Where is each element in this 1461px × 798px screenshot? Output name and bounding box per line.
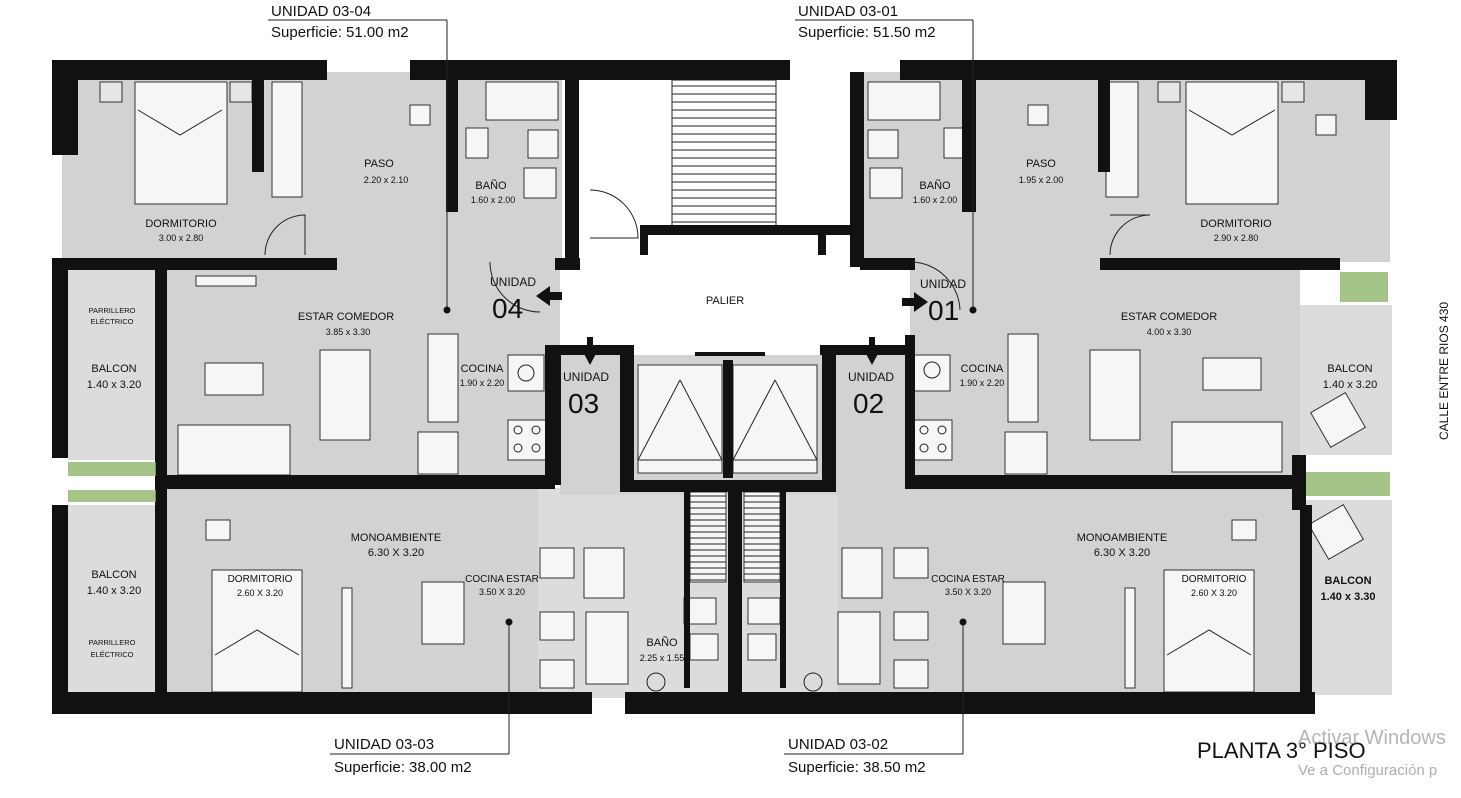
unit-tag-02-number: 02 xyxy=(853,388,884,419)
furniture xyxy=(99,81,1367,693)
room-monoambiente-02-dims: 6.30 X 3.20 xyxy=(1094,547,1150,559)
room-estar-01-dims: 4.00 x 3.30 xyxy=(1147,327,1192,337)
unit-0304-area: Superficie: 51.00 m2 xyxy=(271,24,409,41)
unit-tag-04-number: 04 xyxy=(492,293,523,324)
room-dormitorio-01-dims: 2.90 x 2.80 xyxy=(1214,233,1259,243)
street-label: CALLE ENTRE RIOS 430 xyxy=(1437,302,1451,440)
room-paso-04-dims: 2.20 x 2.10 xyxy=(364,175,409,185)
unit-0302-area: Superficie: 38.50 m2 xyxy=(788,759,926,776)
room-cocina-04-name: COCINA xyxy=(461,363,504,375)
unit-0303-name: UNIDAD 03-03 xyxy=(334,736,434,753)
unit-tag-03-number: 03 xyxy=(568,388,599,419)
room-dormitorio-02-dims: 2.60 X 3.20 xyxy=(1191,588,1237,598)
room-parrillero-bottom-line1: PARRILLERO xyxy=(89,638,136,647)
plan-title: PLANTA 3° PISO xyxy=(1197,738,1366,763)
unit-entry-arrows xyxy=(536,286,928,365)
room-dormitorio-03-name: DORMITORIO xyxy=(228,574,293,585)
room-balcon-02-name: BALCON xyxy=(1324,575,1371,587)
room-bano-04-dims: 1.60 x 2.00 xyxy=(471,195,516,205)
unit-0302-name: UNIDAD 03-02 xyxy=(788,736,888,753)
walls xyxy=(52,60,1397,714)
room-estar-04-name: ESTAR COMEDOR xyxy=(298,311,394,323)
room-monoambiente-03-name: MONOAMBIENTE xyxy=(351,532,441,544)
unit-tag-01-label: UNIDAD xyxy=(920,277,966,291)
room-monoambiente-02-name: MONOAMBIENTE xyxy=(1077,532,1167,544)
unit-0304-name: UNIDAD 03-04 xyxy=(271,3,371,20)
room-balcon-03-dims: 1.40 x 3.20 xyxy=(87,585,141,597)
staircase xyxy=(671,79,777,231)
room-dormitorio-03-dims: 2.60 X 3.20 xyxy=(237,588,283,598)
unit-tag-03-label: UNIDAD xyxy=(563,370,609,384)
room-paso-04-name: PASO xyxy=(364,158,394,170)
room-parrillero-top-line1: PARRILLERO xyxy=(89,306,136,315)
room-palier-name: PALIER xyxy=(706,295,744,307)
room-parrillero-top-line2: ELÉCTRICO xyxy=(91,317,134,326)
room-balcon-03-name: BALCON xyxy=(91,569,136,581)
doors xyxy=(264,189,1151,313)
room-paso-01-name: PASO xyxy=(1026,158,1056,170)
unit-0301-name: UNIDAD 03-01 xyxy=(798,3,898,20)
room-balcon-01-name: BALCON xyxy=(1327,363,1372,375)
unit-tag-01-number: 01 xyxy=(928,295,959,326)
room-bano-04-name: BAÑO xyxy=(475,179,507,192)
room-balcon-01-dims: 1.40 x 3.20 xyxy=(1323,379,1377,391)
room-balcon-02-dims: 1.40 x 3.30 xyxy=(1320,591,1375,603)
room-cocina-estar-02-dims: 3.50 X 3.20 xyxy=(945,587,991,597)
unit-tag-04-label: UNIDAD xyxy=(490,275,536,289)
elevators xyxy=(637,352,818,474)
room-bano-01-name: BAÑO xyxy=(919,179,951,192)
room-parrillero-bottom-line2: ELÉCTRICO xyxy=(91,650,134,659)
room-cocina-estar-02-name: COCINA ESTAR xyxy=(931,574,1005,585)
room-monoambiente-03-dims: 6.30 X 3.20 xyxy=(368,547,424,559)
room-bano-common-dims: 2.25 x 1.55 xyxy=(640,653,685,663)
room-dormitorio-01-name: DORMITORIO xyxy=(1200,218,1272,230)
room-paso-01-dims: 1.95 x 2.00 xyxy=(1019,175,1064,185)
unit-0303-area: Superficie: 38.00 m2 xyxy=(334,759,472,776)
room-cocina-estar-03-name: COCINA ESTAR xyxy=(465,574,539,585)
room-estar-01-name: ESTAR COMEDOR xyxy=(1121,311,1217,323)
room-cocina-estar-03-dims: 3.50 X 3.20 xyxy=(479,587,525,597)
shafts xyxy=(689,491,781,583)
room-dormitorio-04-name: DORMITORIO xyxy=(145,218,217,230)
unit-tag-02-label: UNIDAD xyxy=(848,370,894,384)
room-cocina-04-dims: 1.90 x 2.20 xyxy=(460,378,505,388)
room-bano-01-dims: 1.60 x 2.00 xyxy=(913,195,958,205)
room-balcon-04-dims: 1.40 x 3.20 xyxy=(87,379,141,391)
room-dormitorio-02-name: DORMITORIO xyxy=(1182,574,1247,585)
room-cocina-01-dims: 1.90 x 2.20 xyxy=(960,378,1005,388)
unit-0301-area: Superficie: 51.50 m2 xyxy=(798,24,936,41)
room-balcon-04-name: BALCON xyxy=(91,363,136,375)
leader-lines xyxy=(268,19,977,755)
room-cocina-01-name: COCINA xyxy=(961,363,1004,375)
room-bano-common-name: BAÑO xyxy=(646,636,678,649)
room-dormitorio-04-dims: 3.00 x 2.80 xyxy=(159,233,204,243)
planters xyxy=(68,272,1390,502)
room-estar-04-dims: 3.85 x 3.30 xyxy=(326,327,371,337)
